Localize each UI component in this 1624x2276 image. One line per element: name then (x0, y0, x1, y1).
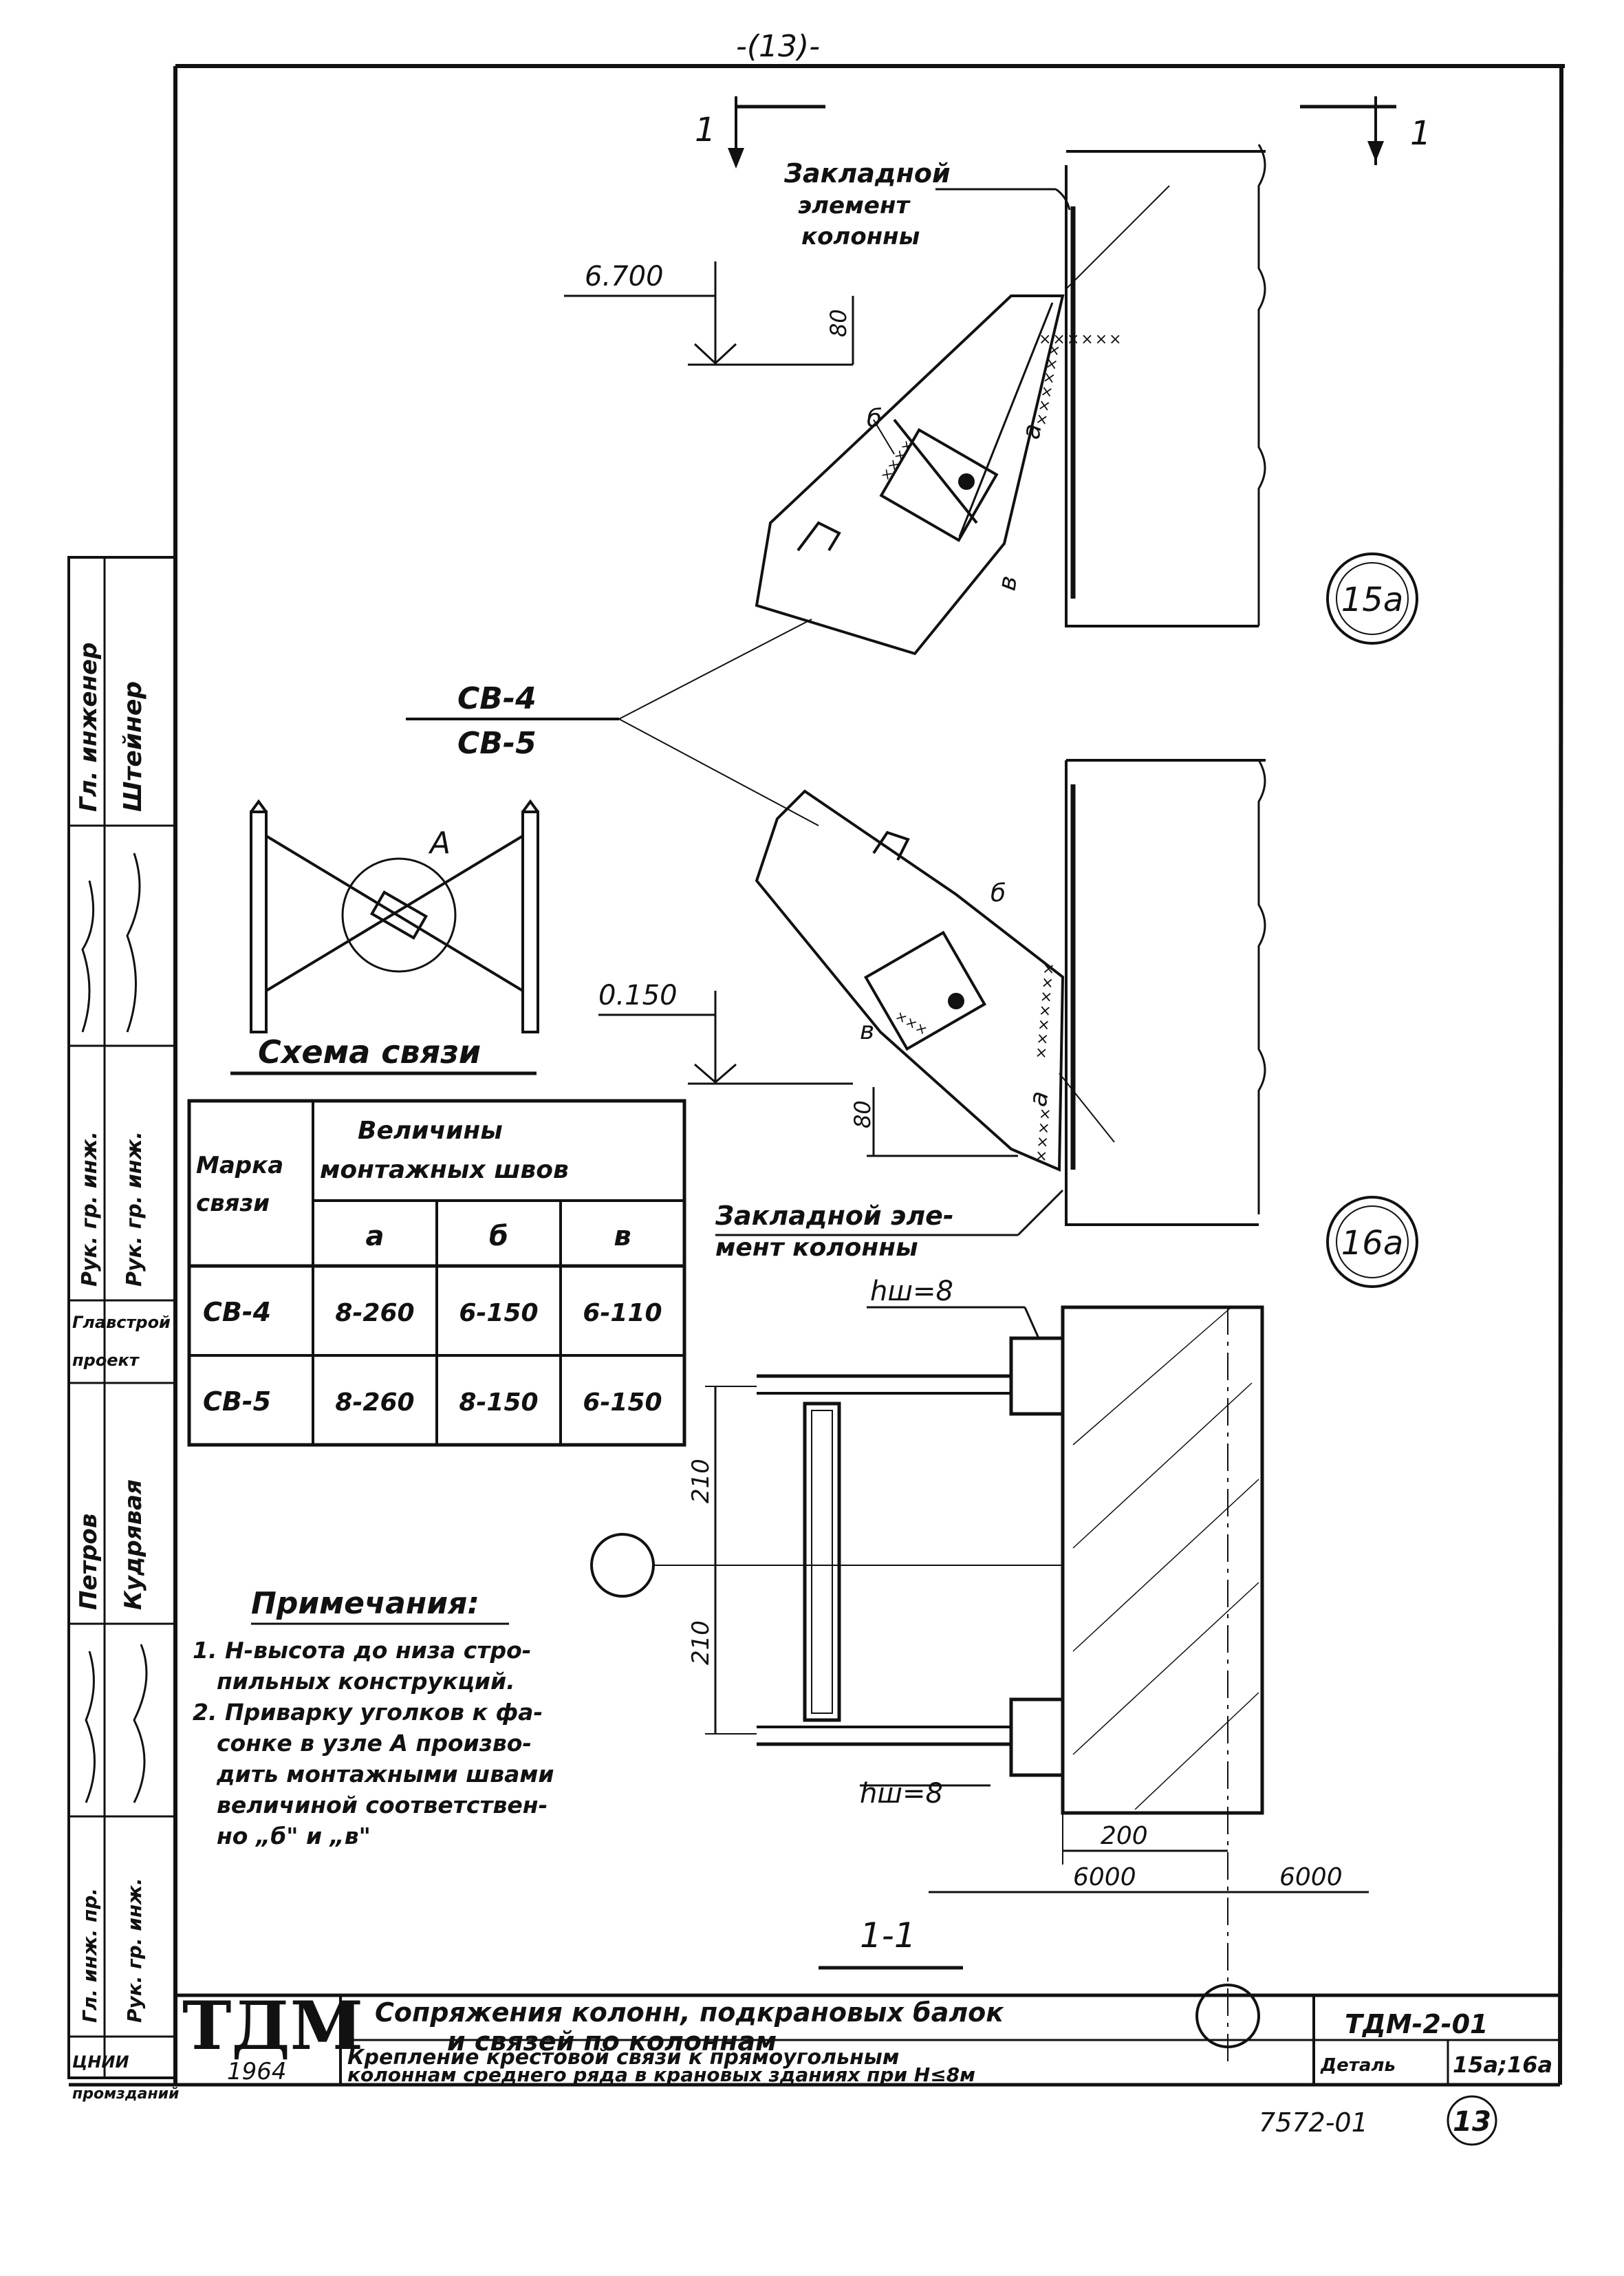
table-col-mark-1: Марка (196, 1152, 283, 1179)
subtitle-line-2: колоннам среднего ряда в крановых здания… (347, 2063, 975, 2086)
title-line-1: Сопряжения колонн, подкрановых балок (375, 1997, 1004, 2028)
note-line-2: пильных конструкций. (217, 1668, 515, 1695)
section-mark-right: 1 (1300, 96, 1431, 165)
stamp-label-1: Гл. инженер (75, 643, 102, 812)
stamp-label-4: Главстрой (72, 1313, 171, 1332)
section-number-left: 1 (695, 111, 716, 149)
embedded-label-bottom-1: Закладной эле- (715, 1201, 954, 1231)
table-sub-v: в (614, 1221, 631, 1252)
hw-label-bottom: hш=8 (860, 1778, 943, 1810)
notes-title: Примечания: (251, 1586, 479, 1621)
top-page-number: -(13)- (736, 29, 820, 64)
page-number: 13 (1453, 2106, 1491, 2138)
note-line-7: но „б" и „в" (217, 1823, 371, 1849)
embedded-label-bottom-2: мент колонны (715, 1234, 918, 1262)
scheme-label: Схема связи (258, 1033, 481, 1071)
detail-value: 15а;16а (1453, 2052, 1552, 2078)
stamp-name-petrov: Петров (75, 1514, 102, 1610)
svg-text:××××: ×××× (1032, 1106, 1054, 1163)
dim-210-top: 210 (687, 1459, 715, 1503)
table-row-1-b: 6-150 (459, 1299, 538, 1327)
note-line-4: сонке в узле А произво- (217, 1730, 532, 1757)
stamp-name-steiner: Штейнер (119, 681, 147, 812)
dim-80-top: 80 (825, 309, 852, 337)
detail-16a: ××××××× ×××× ××× 0.150 80 б в а Закладно… (598, 759, 1266, 1262)
scheme-point-a: А (428, 826, 451, 861)
weld-b-bottom: б (990, 879, 1006, 908)
callout-16a: 16а (1326, 1196, 1418, 1288)
elevation-0150: 0.150 (598, 980, 678, 1011)
stamp-label-7: Рук. гр. инж. (123, 1878, 146, 2023)
elevation-6700: 6.700 (585, 261, 664, 292)
embedded-label-top-2: элемент (798, 192, 911, 219)
table-row-1-a: 8-260 (335, 1299, 414, 1327)
table-row-2-b: 8-150 (459, 1388, 538, 1417)
svg-text:×××××××: ××××××× (1032, 960, 1058, 1060)
section-1-1-view: 210 210 hш=8 hш=8 200 6000 6000 1-1 (590, 1276, 1369, 2064)
weld-v-bottom: в (860, 1017, 874, 1045)
brace-mark-sv5: СВ-5 (457, 726, 537, 761)
table-group-1: Величины (358, 1117, 503, 1145)
dim-80-bottom: 80 (849, 1100, 876, 1128)
notes: Примечания: 1. Н-высота до низа стро- пи… (193, 1586, 554, 1849)
table-row-2-v: 6-150 (583, 1388, 662, 1417)
weld-a-bottom: а (1024, 1089, 1054, 1109)
section-number-right: 1 (1410, 114, 1431, 153)
table-row-2-a: 8-260 (335, 1388, 414, 1417)
weld-b-top: б (867, 405, 882, 433)
dim-210-bottom: 210 (687, 1620, 715, 1665)
title-year: 1964 (227, 2058, 287, 2085)
table-group-2: монтажных швов (320, 1156, 569, 1184)
note-line-3: 2. Приварку уголков к фа- (193, 1699, 543, 1726)
detail-15a: ×××××× ×××××× ×××× 6.700 80 Закладной эл… (564, 144, 1266, 656)
table-sub-a: а (366, 1221, 385, 1252)
embedded-label-top-1: Закладной (783, 158, 951, 189)
note-line-6: величиной соответствен- (217, 1792, 548, 1818)
brace-mark-sv4: СВ-4 (457, 681, 537, 716)
table-sub-b: б (489, 1221, 508, 1252)
stamp-label-2: Рук. гр. инж. (78, 1131, 102, 1287)
bracing-scheme: А Схема связи (230, 799, 539, 1075)
section-mark-left: 1 (695, 96, 825, 169)
table-col-mark-2: связи (196, 1190, 270, 1217)
side-stamp: Гл. инженер Штейнер Рук. гр. инж. Рук. г… (67, 556, 179, 2103)
section-label-1-1: 1-1 (860, 1915, 916, 1955)
table-row-2-mark: СВ-5 (203, 1386, 271, 1417)
tdm-logo: ТДМ (182, 1987, 363, 2065)
sheet-code: 7572-01 (1259, 2107, 1368, 2138)
stamp-label-5: проект (72, 1351, 140, 1370)
brace-marks: СВ-4 СВ-5 (406, 619, 819, 826)
table-row-1-mark: СВ-4 (203, 1297, 271, 1327)
embedded-label-top-3: колонны (801, 223, 920, 250)
stamp-label-3: Рук. гр. инж. (122, 1131, 147, 1287)
stamp-bottom-1: ЦНИИ (72, 2052, 129, 2072)
callout-16a-text: 16а (1341, 1224, 1404, 1263)
callout-15a-text: 15а (1341, 581, 1404, 619)
note-line-1: 1. Н-высота до низа стро- (193, 1637, 532, 1664)
weld-table: Марка связи Величины монтажных швов а б … (187, 1099, 686, 1447)
dim-6000-right: 6000 (1279, 1863, 1343, 1891)
stamp-label-6: Гл. инж. пр. (78, 1888, 101, 2023)
dim-6000-left: 6000 (1073, 1863, 1136, 1891)
svg-text:××××××: ×××××× (1032, 341, 1064, 427)
footer: 7572-01 13 (1259, 2095, 1497, 2146)
dim-200: 200 (1101, 1822, 1148, 1850)
hw-label-top: hш=8 (870, 1276, 953, 1307)
table-row-1-v: 6-110 (583, 1299, 662, 1327)
weld-v-top: в (993, 574, 1023, 593)
title-block: ТДМ 1964 Сопряжения колонн, подкрановых … (175, 1987, 1560, 2086)
callout-15a: 15а (1326, 552, 1418, 645)
subtitle-line-1: Крепление крестовой связи к прямоугольны… (347, 2046, 899, 2070)
svg-text:××××××: ×××××× (1039, 331, 1123, 348)
stamp-name-kudryavaya: Кудрявая (120, 1479, 147, 1610)
note-line-5: дить монтажными швами (216, 1761, 554, 1787)
title-line-2: и связей по колоннам (447, 2026, 777, 2057)
series-code: ТДМ-2-01 (1345, 2009, 1488, 2039)
svg-text:××××: ×××× (876, 436, 916, 484)
stamp-bottom-2: промзданий (72, 2085, 179, 2103)
detail-label: Деталь (1320, 2055, 1396, 2076)
